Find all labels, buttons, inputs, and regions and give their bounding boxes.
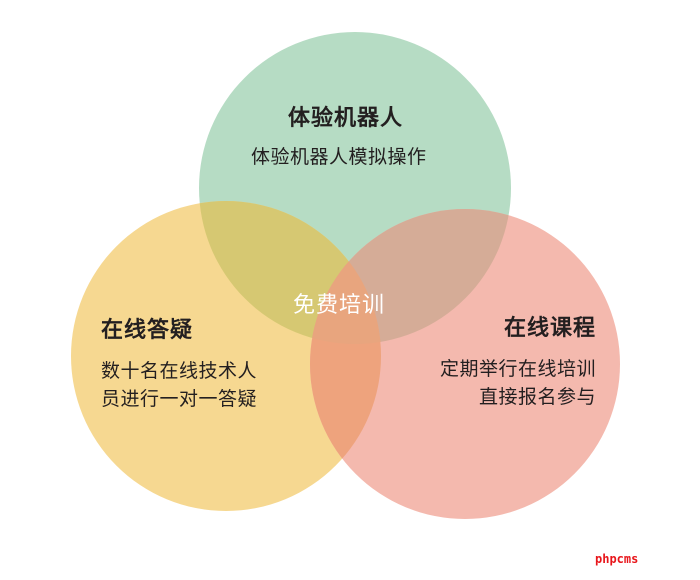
overlap-robot-course — [310, 209, 511, 344]
qa-title: 在线答疑 — [101, 318, 194, 343]
robot-title: 体验机器人 — [288, 106, 404, 131]
robot-description: 体验机器人模拟操作 — [251, 146, 427, 168]
watermark: phpcms — [595, 552, 639, 566]
center-label: 免费培训 — [293, 293, 386, 318]
course-description-line2: 直接报名参与 — [478, 386, 596, 408]
overlap-robot-qa — [199, 201, 381, 344]
course-description-line1: 定期举行在线培训 — [439, 358, 596, 380]
qa-description-line2: 员进行一对一答疑 — [101, 388, 258, 410]
qa-description-line1: 数十名在线技术人 — [101, 360, 258, 382]
course-title: 在线课程 — [503, 316, 596, 341]
